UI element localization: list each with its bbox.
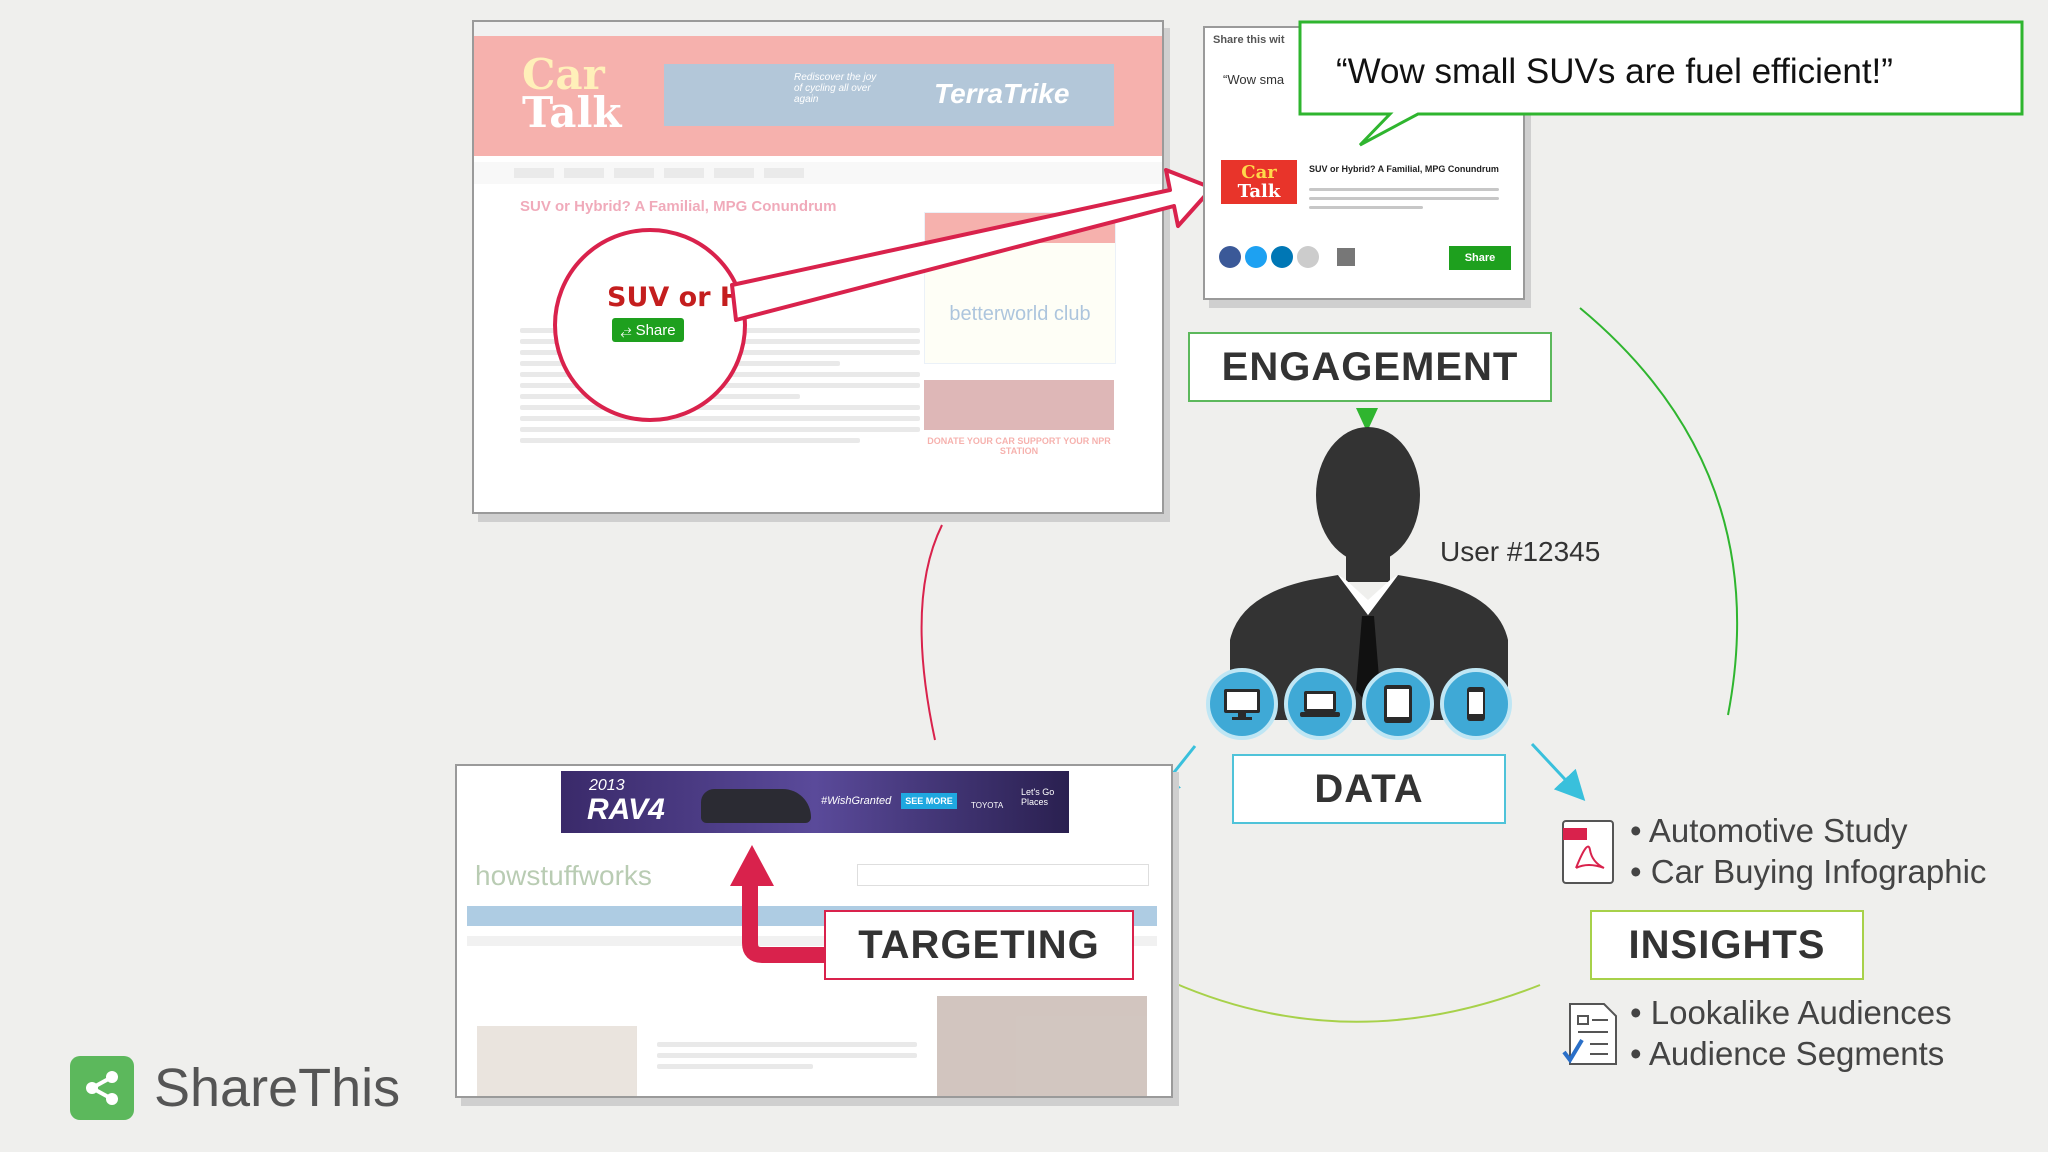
terratrike-banner[interactable]: Rediscover the joy of cycling all over a… <box>664 64 1114 126</box>
share-icon: ⥄ <box>620 321 632 338</box>
donate-ad[interactable]: DONATE YOUR CAR SUPPORT YOUR NPR STATION <box>924 380 1114 490</box>
laptop-icon <box>1284 668 1356 740</box>
banner-brand: TerraTrike <box>934 78 1070 109</box>
quote-text: “Wow small SUVs are fuel efficient!” <box>1336 52 1893 91</box>
sharethis-logo-icon <box>70 1056 134 1120</box>
ad-slogan: Let's Go Places <box>1021 787 1055 807</box>
hsw-feature-image <box>937 996 1147 1096</box>
user-shirt <box>1338 575 1398 615</box>
hsw-search[interactable] <box>857 864 1149 886</box>
insight-item-audience-segments: • Audience Segments <box>1630 1035 1945 1072</box>
device-icons <box>1206 668 1512 740</box>
targeting-label: TARGETING <box>824 910 1134 980</box>
sharethis-wordmark: ShareThis <box>154 1058 401 1118</box>
zoom-share-button[interactable]: ⥄Share <box>612 318 684 342</box>
share-dialog-share-button[interactable]: Share <box>1449 246 1511 270</box>
ad-car-image <box>701 789 811 823</box>
cartalk-nav <box>474 162 1162 184</box>
share-dialog-social-row <box>1219 246 1355 268</box>
engagement-arc <box>1579 307 1739 716</box>
targeting-arc <box>920 524 943 741</box>
data-to-insights-arrow <box>1530 742 1586 801</box>
article-title: SUV or Hybrid? A Familial, MPG Conundrum <box>520 198 837 215</box>
browser-bar <box>474 22 1162 36</box>
share-dialog-header: Share this wit <box>1213 34 1285 46</box>
insight-item-car-buying-infographic: • Car Buying Infographic <box>1630 853 1987 890</box>
insight-item-lookalike-audiences: • Lookalike Audiences <box>1630 994 1952 1031</box>
insights-arc <box>1171 981 1541 1023</box>
ad-hashtag: #WishGranted <box>821 795 892 807</box>
user-head <box>1316 427 1420 563</box>
hsw-logo: howstuffworks <box>475 860 652 891</box>
banner-tagline: Rediscover the joy of cycling all over a… <box>794 72 877 105</box>
hsw-article-image <box>477 1026 637 1096</box>
engagement-label: ENGAGEMENT <box>1188 332 1552 402</box>
facebook-icon[interactable] <box>1219 246 1241 268</box>
pdf-icon <box>1560 818 1616 886</box>
data-label: DATA <box>1232 754 1506 824</box>
email-icon[interactable] <box>1297 246 1319 268</box>
more-icon[interactable] <box>1337 248 1355 266</box>
user-label: User #12345 <box>1440 536 1601 567</box>
rav4-ad[interactable]: 2013 RAV4 #WishGranted SEE MORE TOYOTA L… <box>561 771 1069 833</box>
phone-icon <box>1440 668 1512 740</box>
ad-model: RAV4 <box>587 793 665 826</box>
checklist-icon <box>1560 1000 1620 1070</box>
toyota-logo: TOYOTA <box>971 801 1004 810</box>
sharethis-logo: ShareThis <box>70 1056 400 1120</box>
engagement-down-arrow <box>1356 408 1378 432</box>
share-dialog-article: SUV or Hybrid? A Familial, MPG Conundrum <box>1309 164 1499 174</box>
share-dialog-comment[interactable]: “Wow sma <box>1223 72 1285 87</box>
share-zoom-circle: SUV or H ⥄Share <box>553 228 747 422</box>
ad-cta-button[interactable]: SEE MORE <box>901 793 957 809</box>
linkedin-icon[interactable] <box>1271 246 1293 268</box>
tablet-icon <box>1362 668 1434 740</box>
twitter-icon[interactable] <box>1245 246 1267 268</box>
zoom-article-title: SUV or H <box>607 282 743 313</box>
insight-item-automotive-study: • Automotive Study <box>1630 812 1908 849</box>
ad-year: 2013 <box>589 777 625 794</box>
desktop-icon <box>1206 668 1278 740</box>
insights-label: INSIGHTS <box>1590 910 1864 980</box>
